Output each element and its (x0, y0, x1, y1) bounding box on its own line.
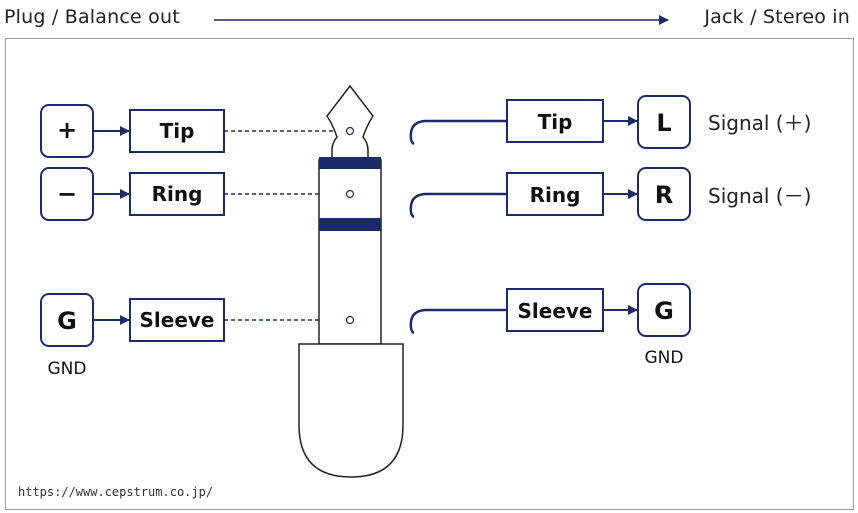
ring-contact-point (345, 189, 355, 199)
plug-sleeve-box (129, 298, 225, 342)
jack-ground-box (637, 283, 691, 337)
tip-contact-point (345, 126, 355, 136)
jack-ring-label: Ring (530, 183, 581, 207)
left-channel-box (637, 95, 691, 149)
header-left-label: Plug / Balance out (4, 6, 180, 28)
left-channel-symbol: L (656, 109, 671, 137)
insulator-band-1 (319, 157, 381, 169)
tip-spring-hook (409, 119, 507, 146)
jack-tip-label: Tip (538, 110, 573, 134)
ground-symbol: G (57, 307, 77, 335)
jack-tip-box (506, 99, 604, 143)
plus-symbol: + (57, 116, 77, 144)
minus-symbol: − (57, 180, 77, 208)
trs-plug (298, 84, 404, 478)
jack-side: Tip Ring Sleeve L R G GND Signal (＋) Sig… (409, 95, 811, 368)
jack-ground-symbol: G (654, 297, 674, 325)
right-channel-box (637, 167, 691, 221)
jack-ring-box (506, 172, 604, 216)
right-channel-symbol: R (655, 181, 673, 209)
plug-tip-label: Tip (160, 119, 195, 143)
diagram-panel (5, 38, 854, 510)
source-url: https://www.cepstrum.co.jp/ (18, 485, 214, 499)
ring-spring-hook (409, 192, 507, 219)
plug-sleeve-label: Sleeve (140, 308, 215, 332)
gnd-label-right: GND (645, 348, 684, 368)
insulator-band-2 (319, 218, 381, 231)
plug-tip-box (129, 109, 225, 153)
plug-ring-label: Ring (152, 182, 203, 206)
signal-minus-label: Signal (－) (708, 184, 811, 208)
plug-tip-shape (326, 84, 374, 161)
jack-sleeve-label: Sleeve (518, 299, 593, 323)
jack-sleeve-box (506, 288, 604, 332)
sleeve-spring-hook (409, 308, 507, 335)
sleeve-contact-point (345, 315, 355, 325)
plug-handle (298, 343, 404, 478)
header-right-label: Jack / Stereo in (704, 6, 850, 28)
signal-plus-label: Signal (＋) (708, 111, 811, 135)
plug-side: + − G GND Tip Ring Sleeve (40, 104, 345, 379)
plug-ring-box (129, 172, 225, 216)
gnd-label-left: GND (48, 359, 87, 379)
